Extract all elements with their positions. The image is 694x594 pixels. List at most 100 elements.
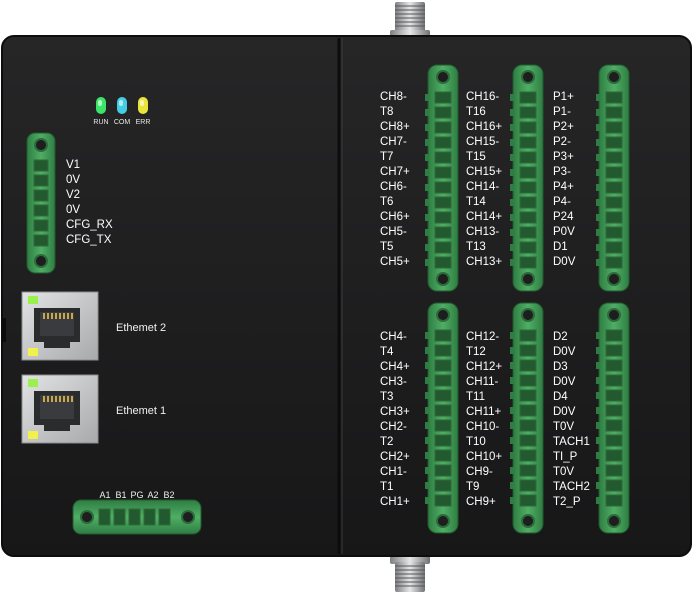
io-terminal-label: D0V bbox=[553, 376, 576, 388]
io-terminal-top-2[interactable] bbox=[510, 64, 544, 292]
io-terminal-label: CH14+ bbox=[466, 211, 502, 223]
serial-terminal-block[interactable] bbox=[72, 499, 202, 535]
power-terminal-label: CFG_TX bbox=[66, 234, 112, 246]
io-terminal-label: T2 bbox=[380, 436, 393, 448]
io-terminal-label: CH4- bbox=[380, 331, 407, 343]
io-terminal-label: T12 bbox=[466, 346, 486, 358]
io-terminal-label: T4 bbox=[380, 346, 394, 358]
io-terminal-label: CH16- bbox=[466, 91, 499, 103]
io-terminal-label: T15 bbox=[466, 151, 486, 163]
antenna-connector-top[interactable] bbox=[390, 2, 430, 40]
io-terminal-label: D4 bbox=[553, 391, 568, 403]
io-terminal-label: CH10- bbox=[466, 421, 499, 433]
io-terminal-label: CH11- bbox=[466, 376, 499, 388]
io-terminal-label: T5 bbox=[380, 241, 393, 253]
io-terminal-label: T3 bbox=[380, 391, 393, 403]
ethernet-port-label: Ethemet 1 bbox=[116, 405, 166, 417]
serial-terminal-label: PG bbox=[130, 490, 143, 500]
io-terminal-label: P3+ bbox=[553, 151, 574, 163]
io-terminal-label: D3 bbox=[553, 361, 568, 373]
io-terminal-label: CH16+ bbox=[466, 121, 502, 133]
io-terminal-label: CH2- bbox=[380, 421, 407, 433]
status-led-com: COM bbox=[114, 97, 131, 126]
io-terminal-label: CH10+ bbox=[466, 451, 502, 463]
serial-terminal-label: B2 bbox=[163, 490, 174, 500]
io-terminal-label: T0V bbox=[553, 421, 574, 433]
io-terminal-label: T16 bbox=[466, 106, 486, 118]
io-terminal-label: CH12- bbox=[466, 331, 499, 343]
io-terminal-label: CH8- bbox=[380, 91, 407, 103]
io-terminal-label: CH7- bbox=[380, 136, 407, 148]
io-terminal-label: P1- bbox=[553, 106, 571, 118]
io-terminal-label: D2 bbox=[553, 331, 568, 343]
io-terminal-label: P4- bbox=[553, 196, 571, 208]
status-led-label: ERR bbox=[136, 119, 151, 126]
io-terminal-label: CH11+ bbox=[466, 406, 502, 418]
ethernet-port-group: Ethemet 2 Ethemet 1 bbox=[21, 291, 166, 444]
antenna-connector-bottom[interactable] bbox=[390, 554, 430, 592]
status-led-run: RUN bbox=[93, 97, 109, 126]
io-terminal-label: T10 bbox=[466, 436, 486, 448]
io-terminal-label: T11 bbox=[466, 391, 485, 403]
ethernet-port-1[interactable] bbox=[21, 374, 99, 444]
io-terminal-top-1[interactable] bbox=[425, 64, 459, 292]
io-terminal-label: CH15+ bbox=[466, 166, 502, 178]
io-terminal-label: P4+ bbox=[553, 181, 574, 193]
io-terminal-label: CH9+ bbox=[466, 496, 496, 508]
io-terminal-label: P2- bbox=[553, 136, 571, 148]
power-terminal-block[interactable] bbox=[26, 132, 56, 274]
io-terminal-label: T8 bbox=[380, 106, 393, 118]
io-terminal-label: T7 bbox=[380, 151, 393, 163]
io-terminal-label: D0V bbox=[553, 406, 576, 418]
io-terminal-label: CH15- bbox=[466, 136, 499, 148]
ethernet-port-2[interactable] bbox=[21, 291, 99, 361]
io-terminal-label: CH6+ bbox=[380, 211, 410, 223]
io-terminal-label: P24 bbox=[553, 211, 574, 223]
io-terminal-label: T1 bbox=[380, 481, 393, 493]
serial-terminal-label: A2 bbox=[147, 490, 158, 500]
io-terminal-label: TACH1 bbox=[553, 436, 590, 448]
io-terminal-label: CH6- bbox=[380, 181, 407, 193]
status-led-label: RUN bbox=[93, 119, 108, 126]
io-terminal-label: CH3+ bbox=[380, 406, 410, 418]
status-led-label: COM bbox=[114, 119, 131, 126]
io-terminal-label: CH13+ bbox=[466, 256, 502, 268]
status-led-err: ERR bbox=[136, 97, 151, 126]
io-terminal-label: CH7+ bbox=[380, 166, 410, 178]
io-terminal-label: P3- bbox=[553, 166, 571, 178]
io-terminal-label: CH5- bbox=[380, 226, 407, 238]
io-terminal-label: CH1- bbox=[380, 466, 407, 478]
io-terminal-label: T13 bbox=[466, 241, 486, 253]
io-terminal-label: CH3- bbox=[380, 376, 407, 388]
io-terminal-label: P1+ bbox=[553, 91, 574, 103]
housing bbox=[1, 35, 692, 557]
io-terminal-label: CH13- bbox=[466, 226, 499, 238]
io-terminal-label: T0V bbox=[553, 466, 574, 478]
io-terminal-label: TACH2 bbox=[553, 481, 590, 493]
power-terminal-label: V1 bbox=[66, 159, 80, 171]
io-terminal-label: T2_P bbox=[553, 496, 581, 508]
io-terminal-bottom-1[interactable] bbox=[425, 302, 459, 534]
power-terminal-label: 0V bbox=[66, 204, 80, 216]
ethernet-port-label: Ethemet 2 bbox=[116, 322, 166, 334]
io-terminal-label: CH1+ bbox=[380, 496, 410, 508]
io-terminal-label: CH9- bbox=[466, 466, 493, 478]
io-terminal-label: TI_P bbox=[553, 451, 578, 463]
io-terminal-bottom-3[interactable] bbox=[596, 302, 630, 534]
io-terminal-label: T9 bbox=[466, 481, 479, 493]
serial-terminal-label: A1 bbox=[99, 490, 110, 500]
io-terminal-top-3[interactable] bbox=[596, 64, 630, 292]
io-terminal-bottom-2[interactable] bbox=[510, 302, 544, 534]
io-terminal-label: CH5+ bbox=[380, 256, 410, 268]
io-terminal-label: CH8+ bbox=[380, 121, 410, 133]
power-terminal-label: 0V bbox=[66, 174, 80, 186]
io-terminal-label: T6 bbox=[380, 196, 393, 208]
io-terminal-label: CH2+ bbox=[380, 451, 410, 463]
io-terminal-label: P0V bbox=[553, 226, 575, 238]
io-terminal-label: CH4+ bbox=[380, 361, 410, 373]
power-terminal-label: V2 bbox=[66, 189, 80, 201]
serial-terminal-label: B1 bbox=[115, 490, 126, 500]
